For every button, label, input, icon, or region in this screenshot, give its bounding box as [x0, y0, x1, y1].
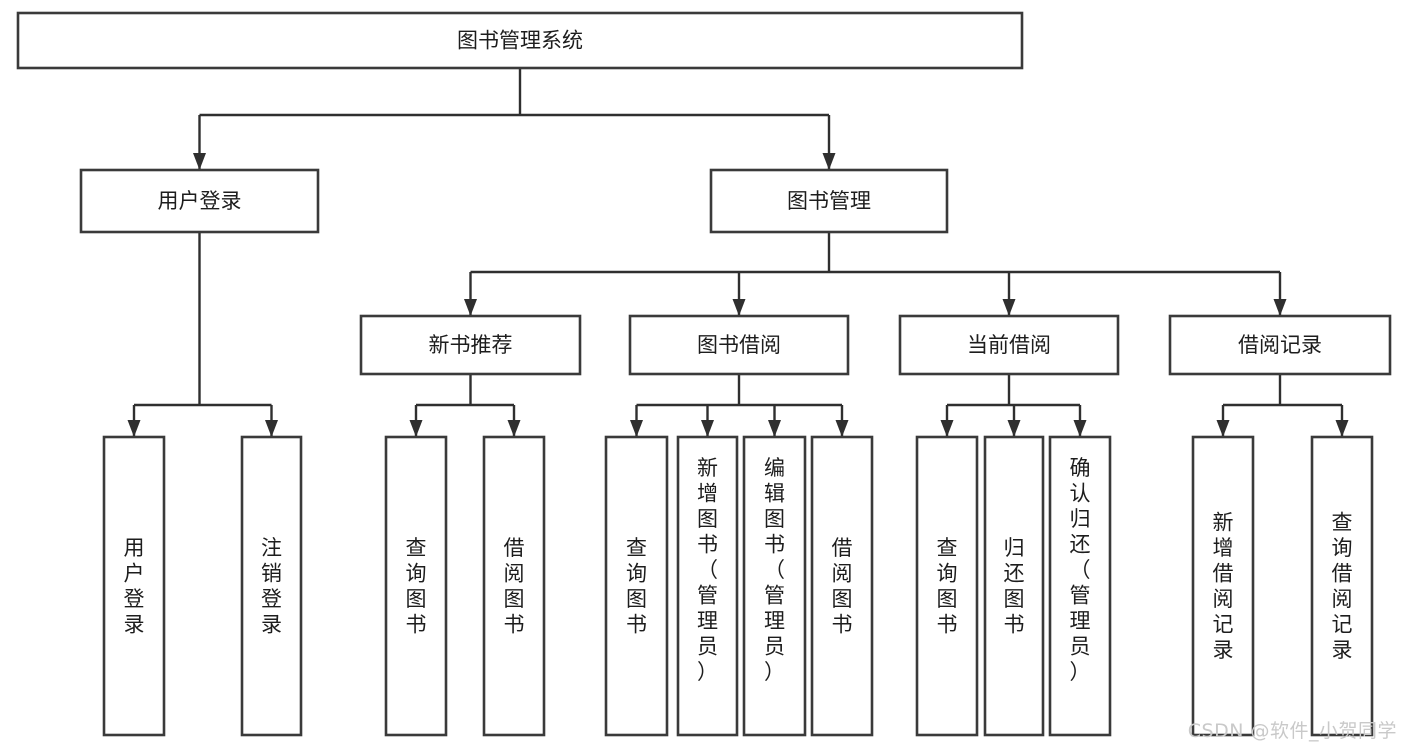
arrow-head [464, 299, 477, 316]
watermark-text: CSDN @软件_小贺同学 [1187, 720, 1397, 742]
node-leaf-user-login[interactable]: 用户登录 [102, 435, 166, 737]
node-label: 查询图书 [937, 536, 958, 637]
node-label: 编辑图书（管理员） [764, 456, 785, 684]
edge-group-new-book-recommend [409, 374, 521, 437]
node-box [1168, 314, 1392, 376]
node-box [983, 435, 1045, 737]
node-leaf-add-book[interactable]: 新增图书（管理员） [676, 435, 739, 737]
node-label: 用户登录 [158, 189, 242, 213]
arrow-head [127, 420, 141, 437]
node-box [1191, 435, 1255, 737]
arrow-head [1335, 420, 1349, 437]
node-leaf-logout[interactable]: 注销登录 [240, 435, 303, 737]
node-box [482, 435, 546, 737]
arrow-head [732, 299, 746, 316]
node-label: 查询借阅记录 [1332, 510, 1353, 662]
arrow-head [507, 420, 521, 437]
arrow-head [193, 153, 206, 170]
node-box [604, 435, 669, 737]
node-leaf-query-record[interactable]: 查询借阅记录 [1310, 435, 1374, 737]
node-label: 图书借阅 [697, 333, 781, 357]
node-box [79, 168, 320, 234]
node-label: 查询图书 [406, 536, 427, 637]
edge-group-book-borrow [630, 374, 849, 437]
node-book-borrow[interactable]: 图书借阅 [628, 314, 850, 376]
node-label: 查询图书 [626, 536, 647, 637]
arrow-head [1073, 420, 1087, 437]
node-user-login[interactable]: 用户登录 [79, 168, 320, 234]
arrow-head [701, 420, 714, 437]
node-leaf-query-book-3[interactable]: 查询图书 [915, 435, 979, 737]
node-box [359, 314, 582, 376]
arrow-head [940, 420, 954, 437]
edge-group-book-manage [464, 232, 1287, 316]
node-new-book-recommend[interactable]: 新书推荐 [359, 314, 582, 376]
node-leaf-query-book-2[interactable]: 查询图书 [604, 435, 669, 737]
node-box [676, 435, 739, 737]
edge-group-user-login [127, 232, 278, 437]
edge-group-root [193, 68, 836, 170]
node-box [810, 435, 874, 737]
node-leaf-confirm-return[interactable]: 确认归还（管理员） [1048, 435, 1112, 737]
node-label: 归还图书 [1004, 536, 1025, 637]
node-leaf-return-book[interactable]: 归还图书 [983, 435, 1045, 737]
node-label: 注销登录 [261, 536, 282, 637]
node-current-borrow[interactable]: 当前借阅 [898, 314, 1120, 376]
arrow-head [1007, 420, 1021, 437]
node-book-manage[interactable]: 图书管理 [709, 168, 949, 234]
node-label: 借阅记录 [1238, 333, 1322, 357]
node-leaf-borrow-book-1[interactable]: 借阅图书 [482, 435, 546, 737]
node-leaf-borrow-book-2[interactable]: 借阅图书 [810, 435, 874, 737]
arrow-head [768, 420, 781, 437]
node-root[interactable]: 图书管理系统 [16, 11, 1024, 70]
arrow-head [1273, 299, 1287, 316]
node-box [628, 314, 850, 376]
node-layer: 图书管理系统用户登录图书管理新书推荐图书借阅当前借阅借阅记录用户登录注销登录查询… [16, 11, 1392, 737]
edge-group-borrow-record [1216, 374, 1349, 437]
arrow-head [630, 420, 643, 437]
node-label: 当前借阅 [967, 333, 1051, 357]
node-box [898, 314, 1120, 376]
node-box [742, 435, 807, 737]
node-box [1310, 435, 1374, 737]
node-leaf-query-book-1[interactable]: 查询图书 [384, 435, 448, 737]
node-box [709, 168, 949, 234]
node-label: 新增借阅记录 [1213, 510, 1234, 662]
arrow-head [822, 153, 836, 170]
node-label: 图书管理系统 [457, 29, 583, 53]
node-label: 新书推荐 [429, 333, 513, 357]
connector-layer [127, 68, 1349, 437]
node-box [240, 435, 303, 737]
edge-group-current-borrow [940, 374, 1087, 437]
node-label: 确认归还（管理员） [1070, 456, 1091, 684]
node-label: 新增图书（管理员） [697, 456, 718, 684]
node-box [102, 435, 166, 737]
node-box [16, 11, 1024, 70]
node-box [1048, 435, 1112, 737]
node-label: 借阅图书 [504, 536, 525, 637]
node-label: 借阅图书 [832, 536, 853, 637]
node-borrow-record[interactable]: 借阅记录 [1168, 314, 1392, 376]
arrow-head [835, 420, 849, 437]
node-box [915, 435, 979, 737]
node-leaf-add-record[interactable]: 新增借阅记录 [1191, 435, 1255, 737]
node-label: 图书管理 [787, 189, 871, 213]
arrow-head [265, 420, 278, 437]
arrow-head [1002, 299, 1016, 316]
node-label: 用户登录 [124, 536, 145, 637]
arrow-head [409, 420, 423, 437]
arrow-head [1216, 420, 1230, 437]
node-box [384, 435, 448, 737]
node-leaf-edit-book[interactable]: 编辑图书（管理员） [742, 435, 807, 737]
